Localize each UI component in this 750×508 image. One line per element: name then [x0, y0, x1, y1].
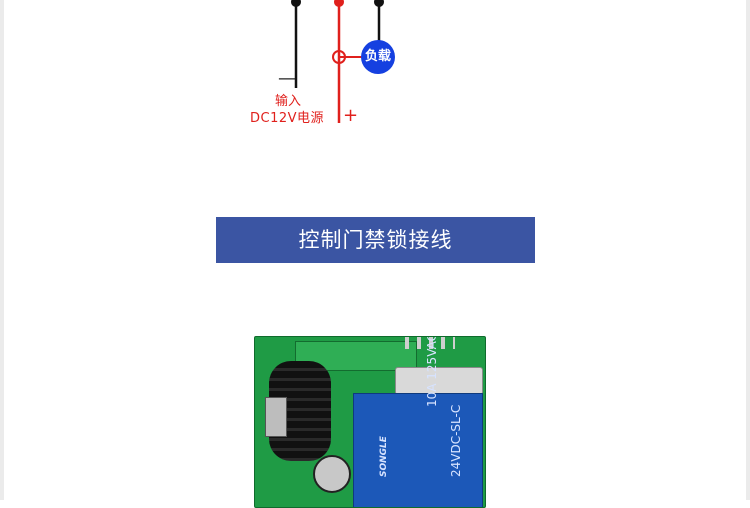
- minus-sign: —: [278, 68, 296, 89]
- relay-spec-2: 24VDC-SL-C: [449, 404, 463, 477]
- banner-title: 控制门禁锁接线: [298, 228, 453, 252]
- negative-terminal-dot: [291, 0, 301, 7]
- section-banner: 控制门禁锁接线: [216, 217, 535, 263]
- learn-button: [265, 397, 287, 437]
- capacitor: [313, 455, 351, 493]
- crystal-oscillator: [395, 367, 483, 395]
- load-node: [361, 40, 395, 74]
- load-label: 负载: [364, 49, 391, 64]
- relay: [353, 393, 483, 507]
- relay-brand: SONGLE: [379, 436, 389, 477]
- positive-terminal-dot: [334, 0, 344, 7]
- left-border: [0, 0, 4, 500]
- receiver-board-photo: SONGLE 10A 125VAC 24VDC-SL-C: [254, 336, 486, 508]
- power-supply-label: DC12V电源: [250, 111, 325, 126]
- right-border: [746, 0, 750, 500]
- input-label: 输入: [275, 94, 302, 109]
- rf-pins: [405, 337, 455, 349]
- plus-sign: +: [343, 105, 359, 126]
- relay-spec-1: 10A 125VAC: [425, 336, 439, 407]
- load-terminal-dot: [374, 0, 384, 7]
- junction-ring: [332, 50, 346, 64]
